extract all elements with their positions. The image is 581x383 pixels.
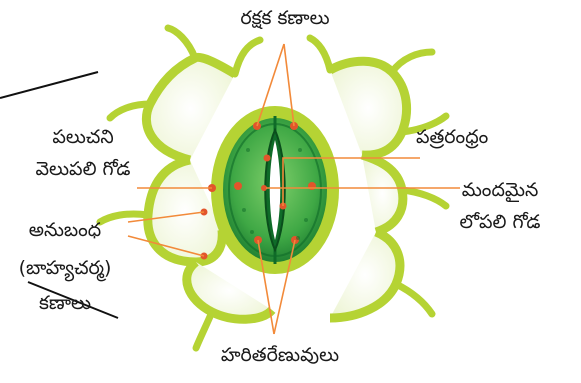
label-subsidiary-line2: (బాహ్యచర్మ)	[0, 256, 130, 280]
label-guard-cells: రక్షక కణాలు	[200, 6, 370, 30]
subsidiary-cell-top-right	[330, 61, 407, 155]
label-thick-inner-wall-line2: లోపలి గోడ	[440, 210, 560, 234]
label-chloroplasts: హరితరేణువులు	[180, 343, 380, 367]
label-thin-outer-wall-line2: వెలుపలి గోడ	[18, 157, 148, 181]
label-subsidiary-line3: కణాలు	[0, 291, 130, 315]
subsidiary-cell-bottom-right	[330, 232, 400, 318]
subsidiary-cell-left	[148, 160, 222, 262]
label-thin-outer-wall-line1: పలుచని	[18, 125, 148, 149]
subsidiary-cell-right	[362, 155, 403, 232]
chloroplast	[264, 155, 271, 162]
label-subsidiary-line1: అనుబంధ	[0, 218, 130, 242]
label-thick-inner-wall-line1: మందమైన	[440, 178, 560, 202]
chloroplast	[234, 182, 242, 190]
edge-line-top	[0, 72, 98, 98]
label-stoma: పత్రరంధ్రం	[416, 125, 488, 149]
